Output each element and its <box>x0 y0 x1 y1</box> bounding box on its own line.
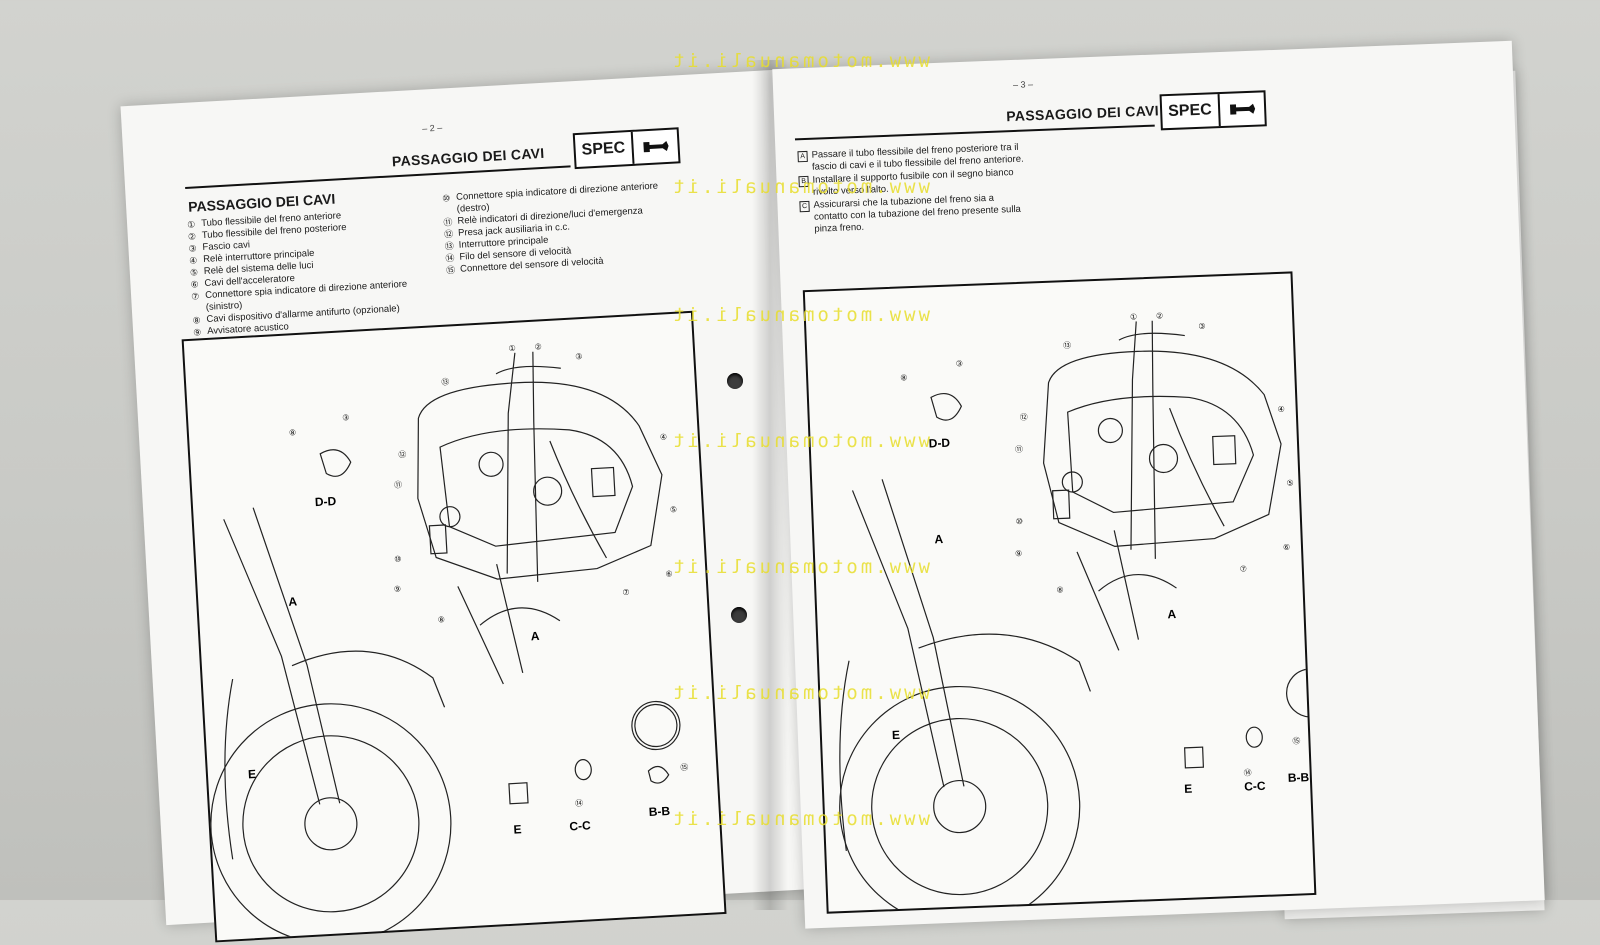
svg-text:⑤: ⑤ <box>1286 478 1294 487</box>
svg-text:⑮: ⑮ <box>1292 736 1300 745</box>
svg-text:⑬: ⑬ <box>441 377 449 386</box>
arrow-label-a: A <box>288 594 298 608</box>
label-dd: D-D <box>315 494 337 509</box>
svg-text:⑫: ⑫ <box>398 450 406 459</box>
wiring-diagram-frame: ① ② ③ ④ ⑤ ⑥ ⑦ ⑧ ⑨ ⑩ ⑪ ⑫ ⑬ ⑭ ⑮ ⑧ ③ D-D A A E E C-C B… <box>181 310 727 943</box>
svg-text:⑧: ⑧ <box>289 428 297 437</box>
svg-text:⑨: ⑨ <box>394 585 402 594</box>
legend-number: ④ <box>188 255 198 266</box>
svg-text:⑩: ⑩ <box>394 554 402 563</box>
legend-number: ⑨ <box>192 327 202 338</box>
svg-text:②: ② <box>534 342 542 351</box>
svg-text:④: ④ <box>1278 405 1286 414</box>
svg-text:⑮: ⑮ <box>680 763 688 772</box>
label-cc: C-C <box>569 818 591 833</box>
svg-text:⑭: ⑭ <box>575 799 583 808</box>
spec-label: SPEC <box>1161 94 1221 129</box>
svg-text:⑩: ⑩ <box>1016 517 1024 526</box>
svg-text:③: ③ <box>1198 322 1206 331</box>
legend-number: ⑤ <box>189 267 199 278</box>
svg-text:⑤: ⑤ <box>670 505 678 514</box>
svg-text:⑬: ⑬ <box>1063 341 1071 350</box>
label-a: A <box>530 629 540 643</box>
svg-text:⑦: ⑦ <box>1240 564 1248 573</box>
spec-badge: SPEC <box>572 127 681 170</box>
wrench-icon <box>1219 92 1264 126</box>
page-number: – 2 – <box>421 122 443 134</box>
svg-text:⑥: ⑥ <box>1283 543 1291 552</box>
watermark: www.motomanuali.it <box>670 430 930 452</box>
watermark: www.motomanuali.it <box>670 808 930 830</box>
watermark: www.motomanuali.it <box>670 176 930 198</box>
section-title: PASSAGGIO DEI CAVI <box>391 144 545 170</box>
watermark: www.motomanuali.it <box>670 682 930 704</box>
label-a: A <box>1167 607 1177 621</box>
legend-number: ⑭ <box>445 253 455 264</box>
watermark: www.motomanuali.it <box>670 50 930 72</box>
label-cc: C-C <box>1244 779 1266 794</box>
note-letter: A <box>797 150 808 163</box>
svg-text:②: ② <box>1156 311 1164 320</box>
wiring-diagram: ① ② ③ ④ ⑤ ⑥ ⑦ ⑧ ⑨ ⑩ ⑪ ⑫ ⑬ ⑭ ⑮ ⑧ ③ D-D A A E E C-C B… <box>839 311 1315 912</box>
svg-text:③: ③ <box>342 413 350 422</box>
page-number: – 3 – <box>1012 79 1034 90</box>
arrow-label-a: A <box>934 532 944 546</box>
left-page: – 2 – PASSAGGIO DEI CAVI SPEC PASSAGGIO … <box>120 69 826 943</box>
svg-text:⑧: ⑧ <box>900 373 908 382</box>
legend-number: ⑮ <box>445 265 456 276</box>
spec-badge: SPEC <box>1159 90 1267 131</box>
legend-number: ⑫ <box>443 229 454 240</box>
wiring-diagram-frame: ① ② ③ ④ ⑤ ⑥ ⑦ ⑧ ⑨ ⑩ ⑪ ⑫ ⑬ ⑭ ⑮ ⑧ ③ D-D A A E E C-C B… <box>802 271 1317 914</box>
spec-label: SPEC <box>574 131 635 168</box>
svg-text:③: ③ <box>956 359 964 368</box>
binding-hole-bottom <box>731 607 747 623</box>
legend-number: ③ <box>188 243 197 254</box>
label-bb: B-B <box>1288 770 1310 785</box>
svg-text:⑧: ⑧ <box>437 615 445 624</box>
header-rule <box>794 124 1155 141</box>
svg-text:⑨: ⑨ <box>1015 549 1023 558</box>
section-title: PASSAGGIO DEI CAVI <box>1005 102 1160 125</box>
watermark: www.motomanuali.it <box>670 304 930 326</box>
wrench-icon <box>632 129 678 163</box>
binding-hole-top <box>727 373 743 389</box>
svg-text:⑥: ⑥ <box>665 569 673 578</box>
wiring-diagram: ① ② ③ ④ ⑤ ⑥ ⑦ ⑧ ⑨ ⑩ ⑪ ⑫ ⑬ ⑭ ⑮ ⑧ ③ D-D A A E E C-C B… <box>210 342 689 941</box>
svg-text:①: ① <box>1130 312 1138 321</box>
svg-text:③: ③ <box>575 352 583 361</box>
svg-text:⑫: ⑫ <box>1020 413 1028 422</box>
label-e: E <box>513 822 522 836</box>
legend-number: ② <box>187 231 197 242</box>
svg-text:⑧: ⑧ <box>1056 585 1064 594</box>
legend-number: ① <box>186 219 196 230</box>
legend-number: ⑪ <box>443 217 453 228</box>
svg-text:⑪: ⑪ <box>394 480 402 489</box>
svg-text:⑪: ⑪ <box>1015 445 1023 454</box>
watermark: www.motomanuali.it <box>670 556 930 578</box>
arrow-label-e: E <box>248 767 257 781</box>
arrow-label-e: E <box>892 728 901 742</box>
note-text: Assicurarsi che la tubazione del freno s… <box>813 192 1022 235</box>
label-e: E <box>1184 782 1193 796</box>
legend-number: ⑥ <box>190 279 199 290</box>
svg-text:④: ④ <box>660 432 668 441</box>
svg-text:①: ① <box>508 344 516 353</box>
svg-text:⑭: ⑭ <box>1243 768 1251 777</box>
label-bb: B-B <box>648 804 670 819</box>
label-dd: D-D <box>928 436 950 451</box>
legend-number: ⑬ <box>444 241 455 252</box>
note-letter: C <box>799 200 810 213</box>
svg-text:⑦: ⑦ <box>622 588 630 597</box>
